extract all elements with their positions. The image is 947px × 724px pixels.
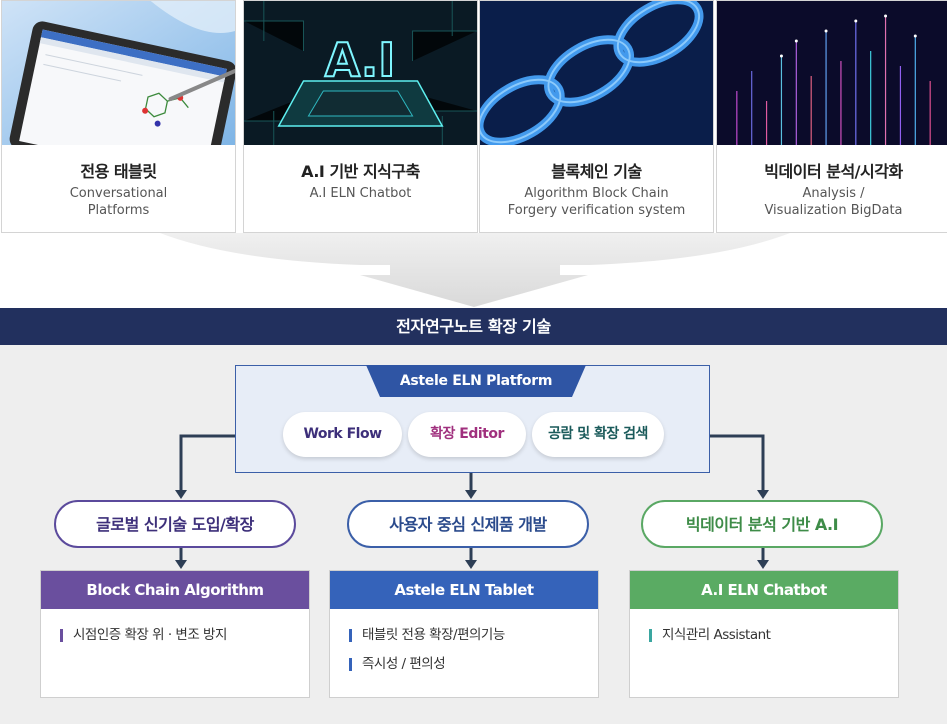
list-item: 지식관리 Assistant [662, 627, 898, 656]
pill-editor: 확장 Editor [408, 412, 526, 457]
list-item-text: 시점인증 확장 위 · 변조 방지 [73, 627, 227, 643]
box-title: A.I ELN Chatbot [630, 571, 898, 609]
category-bigdata-ai: 빅데이터 분석 기반 A.I [641, 500, 883, 548]
blockchain-image [480, 1, 713, 145]
category-user-product: 사용자 중심 신제품 개발 [347, 500, 589, 548]
box-blockchain: Block Chain Algorithm 시점인증 확장 위 · 변조 방지 [40, 570, 310, 698]
section-banner: 전자연구노트 확장 기술 [0, 308, 947, 345]
list-item-text: 즉시성 / 편의성 [362, 656, 445, 672]
category-global-tech: 글로벌 신기술 도입/확장 [54, 500, 296, 548]
bullet-icon [60, 629, 63, 642]
bigdata-image [717, 1, 947, 145]
bullet-icon [349, 658, 352, 671]
card-subtitle: A.I ELN Chatbot [244, 185, 477, 202]
card-title: 블록체인 기술 [480, 158, 713, 182]
card-subtitle: Algorithm Block Chain Forgery verificati… [480, 185, 713, 219]
platform-title: Astele ELN Platform [366, 365, 586, 397]
card-bigdata: 빅데이터 분석/시각화 Analysis / Visualization Big… [716, 0, 947, 233]
card-title: 전용 태블릿 [2, 158, 235, 182]
list-item: 즉시성 / 편의성 [362, 656, 598, 685]
box-list: 시점인증 확장 위 · 변조 방지 [41, 609, 309, 656]
tablet-image [2, 1, 235, 145]
ai-chip-image: A.I [244, 1, 477, 145]
list-item: 시점인증 확장 위 · 변조 방지 [73, 627, 309, 656]
pill-search: 공람 및 확장 검색 [532, 412, 664, 457]
box-list: 지식관리 Assistant [630, 609, 898, 656]
box-title: Astele ELN Tablet [330, 571, 598, 609]
bullet-icon [649, 629, 652, 642]
card-subtitle: Analysis / Visualization BigData [717, 185, 947, 219]
card-title: A.I 기반 지식구축 [244, 158, 477, 182]
box-title: Block Chain Algorithm [41, 571, 309, 609]
card-title: 빅데이터 분석/시각화 [717, 158, 947, 182]
svg-text:A.I: A.I [325, 33, 395, 87]
funnel-arrow [0, 225, 947, 315]
list-item-text: 태블릿 전용 확장/편의기능 [362, 627, 505, 643]
list-item-text: 지식관리 Assistant [662, 627, 770, 643]
card-subtitle: Conversational Platforms [2, 185, 235, 219]
box-chatbot: A.I ELN Chatbot 지식관리 Assistant [629, 570, 899, 698]
box-tablet: Astele ELN Tablet 태블릿 전용 확장/편의기능 즉시성 / 편… [329, 570, 599, 698]
card-blockchain: 블록체인 기술 Algorithm Block Chain Forgery ve… [479, 0, 714, 233]
pill-workflow: Work Flow [283, 412, 402, 457]
list-item: 태블릿 전용 확장/편의기능 [362, 627, 598, 656]
platform-tab: Astele ELN Platform [366, 365, 586, 397]
box-list: 태블릿 전용 확장/편의기능 즉시성 / 편의성 [330, 609, 598, 685]
bullet-icon [349, 629, 352, 642]
card-tablet: 전용 태블릿 Conversational Platforms [1, 0, 236, 233]
card-ai: A.I A.I 기반 지식구축 A.I ELN Chatbot [243, 0, 478, 233]
